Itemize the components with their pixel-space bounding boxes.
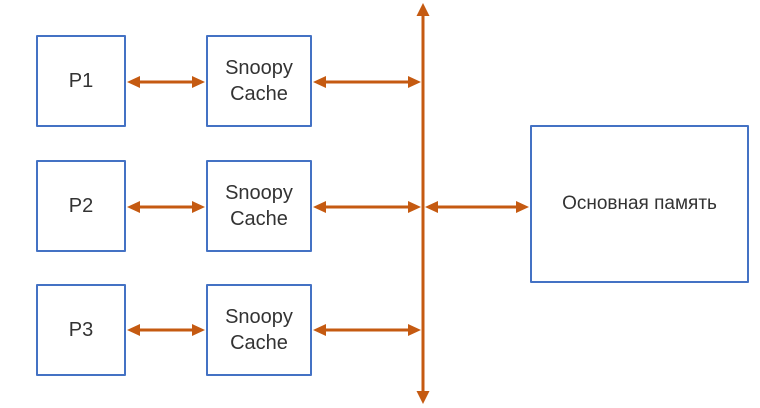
arrowhead-right-icon	[192, 76, 205, 88]
arrow-p2-cache2	[127, 201, 205, 213]
processor-box-p1: P1	[36, 35, 126, 127]
processor-label: P3	[68, 318, 94, 341]
cache-label: Snoopy Cache	[225, 57, 293, 105]
arrow-p1-cache1	[127, 76, 205, 88]
bus-arrowhead-down-icon	[416, 391, 430, 404]
arrowhead-right-icon	[192, 324, 205, 336]
arrowhead-right-icon	[516, 201, 529, 213]
processor-box-p3: P3	[36, 284, 126, 376]
arrow-p3-cache3	[127, 324, 205, 336]
main-memory-box: Основная память	[530, 125, 749, 283]
arrow-bus-memory	[425, 201, 529, 213]
cache-box-2: Snoopy Cache	[206, 160, 312, 252]
processor-box-p2: P2	[36, 160, 126, 252]
arrowhead-left-icon	[127, 76, 140, 88]
arrowhead-left-icon	[313, 201, 326, 213]
arrowhead-left-icon	[313, 76, 326, 88]
bus-arrowhead-up-icon	[416, 3, 430, 16]
arrow-cache2-bus	[313, 201, 421, 213]
cache-label: Snoopy Cache	[225, 306, 293, 354]
processor-label: P1	[68, 69, 94, 92]
arrow-cache1-bus	[313, 76, 421, 88]
processor-label: P2	[68, 194, 94, 217]
arrowhead-left-icon	[127, 324, 140, 336]
cache-label: Snoopy Cache	[225, 182, 293, 230]
arrow-cache3-bus	[313, 324, 421, 336]
arrowhead-left-icon	[127, 201, 140, 213]
arrowhead-right-icon	[408, 324, 421, 336]
arrowhead-right-icon	[192, 201, 205, 213]
system-bus	[416, 3, 430, 404]
arrowhead-right-icon	[408, 76, 421, 88]
cache-box-1: Snoopy Cache	[206, 35, 312, 127]
cache-box-3: Snoopy Cache	[206, 284, 312, 376]
arrowhead-left-icon	[313, 324, 326, 336]
arrowhead-right-icon	[408, 201, 421, 213]
arrowhead-left-icon	[425, 201, 438, 213]
main-memory-label: Основная память	[562, 193, 717, 214]
